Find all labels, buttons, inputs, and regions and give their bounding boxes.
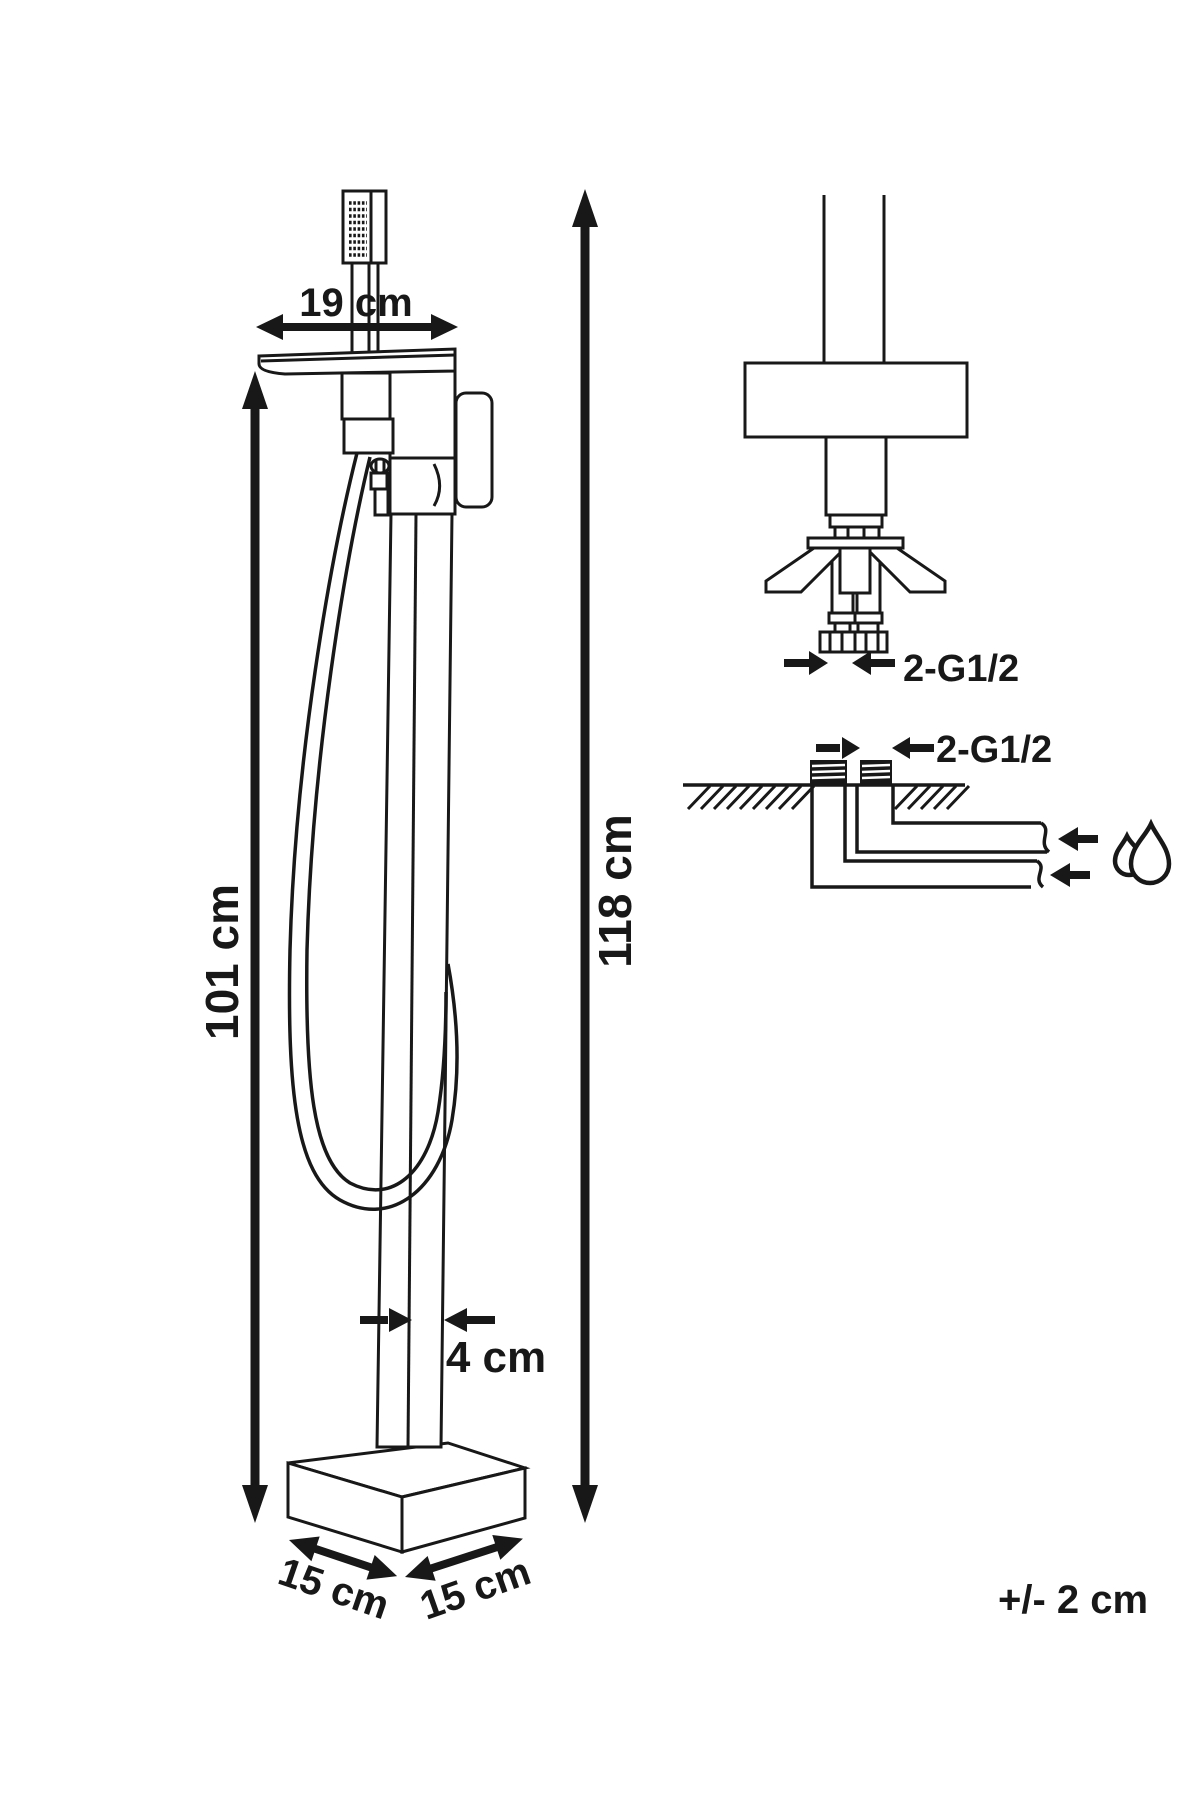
dim-spout-width: 19 cm (256, 281, 458, 340)
floor-section-figure: 2-G1/2 (683, 729, 1172, 889)
column (375, 512, 454, 1449)
tub-filler-figure (257, 189, 531, 1555)
water-inflow-arrows (1050, 827, 1098, 887)
base-plate (286, 1441, 531, 1555)
pipe-break-upper (1039, 821, 1051, 854)
shower-holder (340, 371, 392, 421)
pipe-break-lower (1035, 859, 1045, 889)
body-shading-line (432, 463, 442, 507)
supply-pipes (810, 785, 1051, 889)
dim-floor-fittings: 2-G1/2 (816, 729, 1052, 771)
water-drops-icon (1112, 818, 1172, 886)
lever-handle (454, 391, 494, 509)
threaded-stub-left (810, 760, 847, 785)
shower-hose (287, 452, 459, 1211)
hose-connector (369, 457, 391, 517)
floor-hatching-left (686, 784, 816, 811)
waterfall-spout (257, 347, 457, 376)
dim-total-height: 118 cm (572, 189, 641, 1523)
threaded-stub-right (860, 760, 892, 785)
dim-spout-height-label: 101 cm (196, 884, 248, 1040)
floor-fittings-label: 2-G1/2 (936, 729, 1052, 771)
dim-hose-fittings: 2-G1/2 (784, 648, 1019, 690)
mixer-block (342, 417, 395, 455)
dim-column-width-label: 4 cm (446, 1333, 546, 1382)
floor-hatching-right (893, 784, 971, 811)
connection-detail-figure: 2-G1/2 (743, 195, 1019, 690)
dim-spout-width-label: 19 cm (299, 281, 412, 325)
dim-column-width: 4 cm (360, 1308, 546, 1382)
dim-base-width-label: 15 cm (415, 1549, 537, 1628)
cover-flange (743, 361, 969, 439)
hand-shower (341, 189, 388, 355)
tolerance-note: +/- 2 cm (998, 1578, 1148, 1622)
dim-spout-height: 101 cm (196, 371, 268, 1523)
inlet-nuts (818, 630, 889, 654)
dim-total-height-label: 118 cm (589, 814, 641, 967)
valve-body (388, 366, 457, 516)
hose-fittings-label: 2-G1/2 (903, 648, 1019, 690)
spray-face-grid (349, 201, 367, 257)
